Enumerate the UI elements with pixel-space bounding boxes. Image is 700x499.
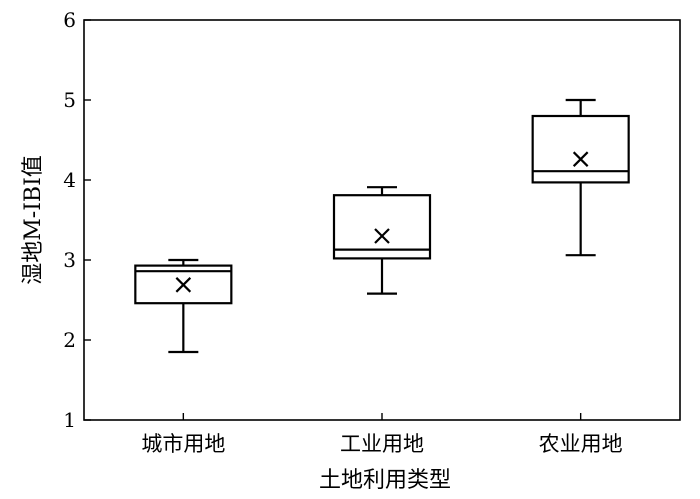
y-tick-label: 2 xyxy=(63,328,76,352)
iqr-box xyxy=(332,194,432,260)
x-tick-label: 工业用地 xyxy=(340,432,424,456)
iqr-box xyxy=(531,114,630,184)
y-tick-label: 4 xyxy=(63,168,76,192)
mean-marker xyxy=(175,277,192,293)
x-tick-label: 城市用地 xyxy=(141,432,225,456)
box-3 xyxy=(531,98,630,257)
mean-marker xyxy=(374,228,390,244)
x-tick-label: 农业用地 xyxy=(539,432,623,456)
mean-marker xyxy=(572,151,589,167)
y-tick-label: 1 xyxy=(63,408,76,432)
y-axis-title: 湿地M-IBI值 xyxy=(21,155,46,285)
y-tick-label: 5 xyxy=(63,88,76,112)
x-axis-title: 土地利用类型 xyxy=(319,468,451,493)
box-1 xyxy=(134,258,233,354)
box-2 xyxy=(332,186,432,295)
y-tick-label: 3 xyxy=(63,248,76,272)
y-tick-label: 6 xyxy=(63,8,76,32)
